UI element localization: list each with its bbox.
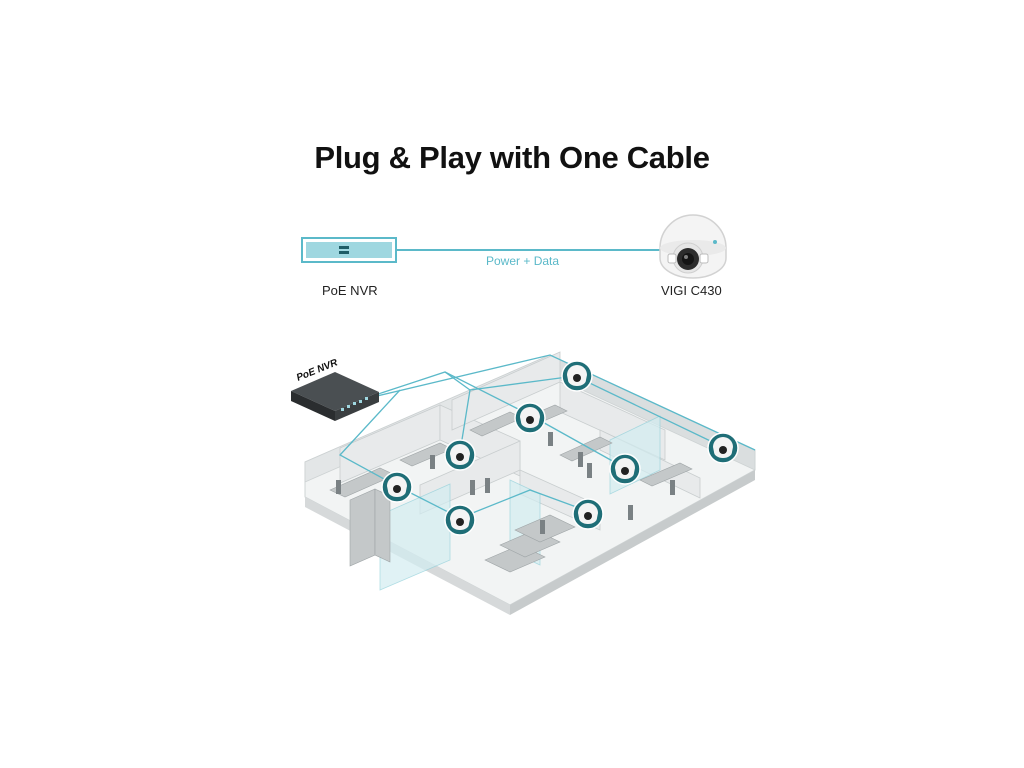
camera-badges <box>381 360 739 536</box>
camera-badge <box>444 504 476 536</box>
scene-poe-nvr: PoE NVR <box>291 357 379 421</box>
camera-label: VIGI C430 <box>661 283 722 298</box>
nvr-label: PoE NVR <box>322 283 378 298</box>
office-furniture <box>329 404 693 573</box>
camera-badge <box>609 453 641 485</box>
camera-badge <box>561 360 593 392</box>
page-title: Plug & Play with One Cable <box>314 140 710 175</box>
cable-label: Power + Data <box>486 254 560 268</box>
poe-nvr-device <box>301 237 397 263</box>
camera-badge <box>381 471 413 503</box>
camera-badge <box>572 498 604 530</box>
camera-badge <box>444 439 476 471</box>
glass-partitions <box>379 415 661 591</box>
vigi-camera-icon <box>659 214 727 279</box>
camera-badge <box>707 432 739 464</box>
people-figures <box>336 432 675 534</box>
network-cable-routes <box>338 354 756 519</box>
camera-badge <box>514 402 546 434</box>
